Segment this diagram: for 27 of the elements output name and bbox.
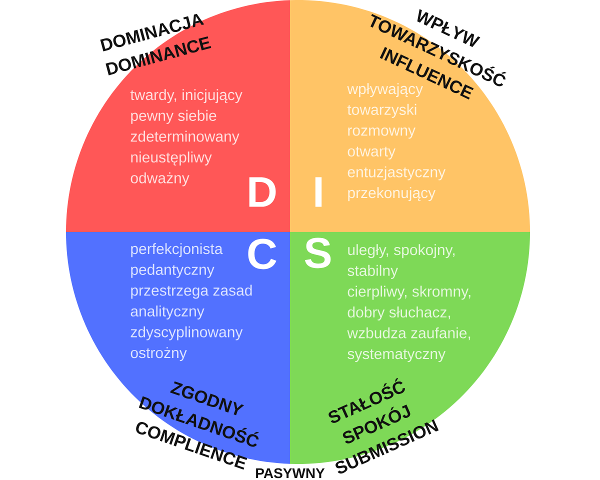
big-letter: D — [249, 177, 276, 207]
list-item: systematyczny — [348, 349, 446, 362]
list-item: nieustępliwy — [131, 152, 212, 166]
list-item: pedantyczny — [131, 264, 214, 278]
list-item: ostrożny — [130, 347, 187, 362]
list-item: pewny siebie — [131, 110, 216, 124]
list-item: zdyscyplinowany — [130, 326, 243, 340]
side-label: PASYWNY — [256, 468, 325, 478]
list-item: analityczny — [130, 306, 204, 320]
list-item: przestrzega zasad — [131, 284, 252, 299]
list-item: dobry słuchacz, — [348, 306, 450, 320]
list-item: rozmowny — [348, 128, 416, 139]
big-letter: C — [248, 238, 276, 270]
list-item: perfekcjonista — [131, 243, 223, 258]
big-letter: I — [315, 177, 322, 207]
list-item: wzbudza zaufanie, — [347, 327, 470, 340]
list-item: otwarty — [348, 146, 396, 160]
list-item: zdeterminowany — [130, 130, 240, 145]
list-item: uległy, spokojny, — [348, 244, 455, 258]
list-item: stabilny — [348, 264, 398, 279]
list-item: entuzjastyczny — [348, 166, 446, 180]
list-item: towarzyski — [347, 104, 416, 118]
list-item: odważny — [130, 172, 190, 186]
list-item: przekonujący — [348, 187, 436, 202]
list-item: cierpliwy, skromny, — [348, 286, 470, 300]
list-item: twardy, inicjujący — [130, 89, 242, 104]
big-letter: S — [304, 238, 331, 268]
